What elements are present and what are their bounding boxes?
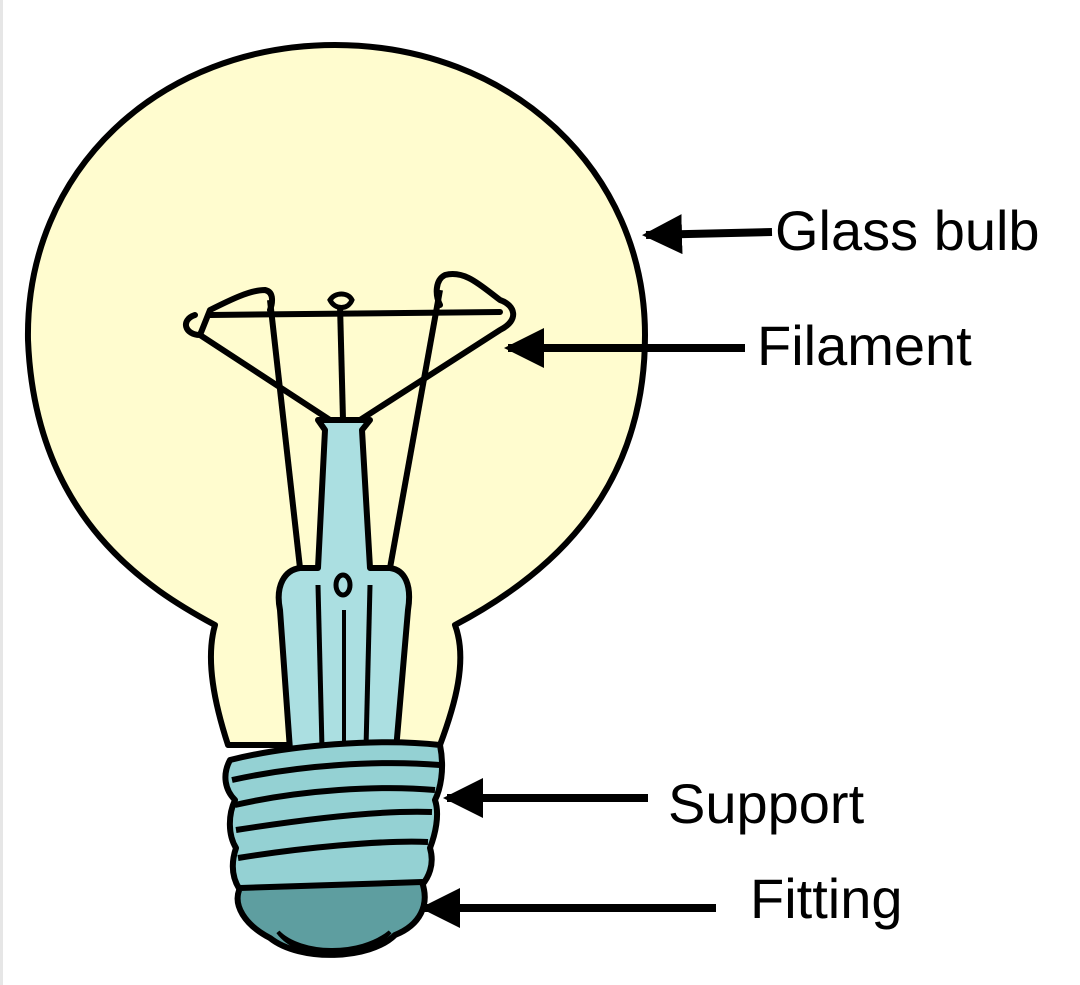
filament-shape — [183, 271, 517, 423]
stem-glass — [275, 417, 412, 753]
lead-wire-left — [267, 299, 303, 569]
label-glass-bulb: Glass bulb — [775, 199, 1040, 262]
label-fitting: Fitting — [750, 867, 903, 930]
thread-line-4 — [237, 838, 429, 861]
thread-line-2 — [234, 785, 436, 808]
stem-hole — [333, 572, 353, 598]
glass-bulb-shape — [24, 42, 648, 748]
arrow-glass-bulb — [642, 214, 773, 255]
thread-line-3 — [235, 808, 433, 833]
lead-wire-right — [387, 289, 443, 569]
label-filament: Filament — [757, 314, 972, 377]
fitting-tip — [276, 930, 392, 957]
left-edge-line — [0, 0, 3, 985]
stem-rod-left — [315, 584, 325, 749]
filament-top-knot — [327, 291, 355, 310]
thread-line-1 — [231, 760, 441, 783]
label-support: Support — [668, 772, 865, 835]
fitting-base — [234, 879, 428, 958]
center-post — [337, 304, 346, 421]
stem-rod-right — [363, 584, 373, 749]
